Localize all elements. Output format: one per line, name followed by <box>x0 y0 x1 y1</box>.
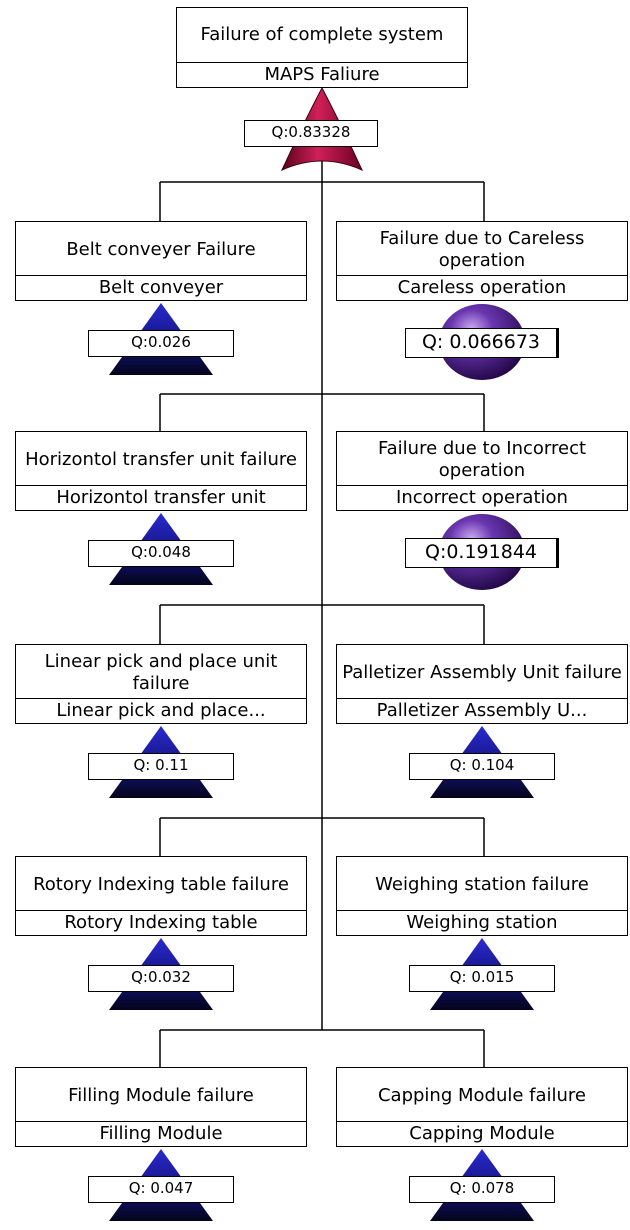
event-description: Rotory Indexing table failure <box>33 873 289 895</box>
event-name: Careless operation <box>337 275 627 300</box>
event-probability: Q:0.191844 <box>405 538 559 568</box>
event-description: Failure due to Incorrect operation <box>377 437 587 481</box>
event-description: Weighing station failure <box>375 873 589 895</box>
event-name: Belt conveyer <box>16 275 306 300</box>
event-description: Failure due to Careless operation <box>379 227 585 271</box>
event-name: Linear pick and place... <box>16 698 306 723</box>
event-name: Capping Module <box>337 1121 627 1146</box>
event-description: Horizontol transfer unit failure <box>25 448 297 470</box>
top-event-probability: Q:0.83328 <box>244 120 378 147</box>
event-description: Linear pick and place unit failure <box>44 650 278 694</box>
top-event-description: Failure of complete system <box>200 23 444 45</box>
event-description: Palletizer Assembly Unit failure <box>342 661 622 683</box>
event-description: Capping Module failure <box>377 1084 587 1106</box>
event-name: Horizontol transfer unit <box>16 485 306 510</box>
event-name: Incorrect operation <box>337 485 627 510</box>
event-probability: Q: 0.015 <box>409 965 555 992</box>
event-name: Filling Module <box>16 1121 306 1146</box>
event-probability: Q: 0.078 <box>409 1176 555 1203</box>
event-description: Belt conveyer Failure <box>66 238 256 260</box>
event-probability: Q:0.026 <box>88 330 234 357</box>
top-event-box[interactable]: Failure of complete system MAPS Faliure <box>176 7 468 88</box>
connector-lines <box>159 150 485 1068</box>
event-probability: Q: 0.104 <box>409 753 555 780</box>
event-probability: Q:0.032 <box>88 965 234 992</box>
event-probability: Q:0.048 <box>88 540 234 567</box>
event-probability: Q: 0.066673 <box>405 328 559 358</box>
event-name: Palletizer Assembly U... <box>337 698 627 723</box>
top-event-name: MAPS Faliure <box>177 62 467 87</box>
event-probability: Q: 0.11 <box>88 753 234 780</box>
event-description: Filling Module failure <box>68 1084 254 1106</box>
event-name: Weighing station <box>337 910 627 935</box>
event-name: Rotory Indexing table <box>16 910 306 935</box>
event-probability: Q: 0.047 <box>88 1176 234 1203</box>
